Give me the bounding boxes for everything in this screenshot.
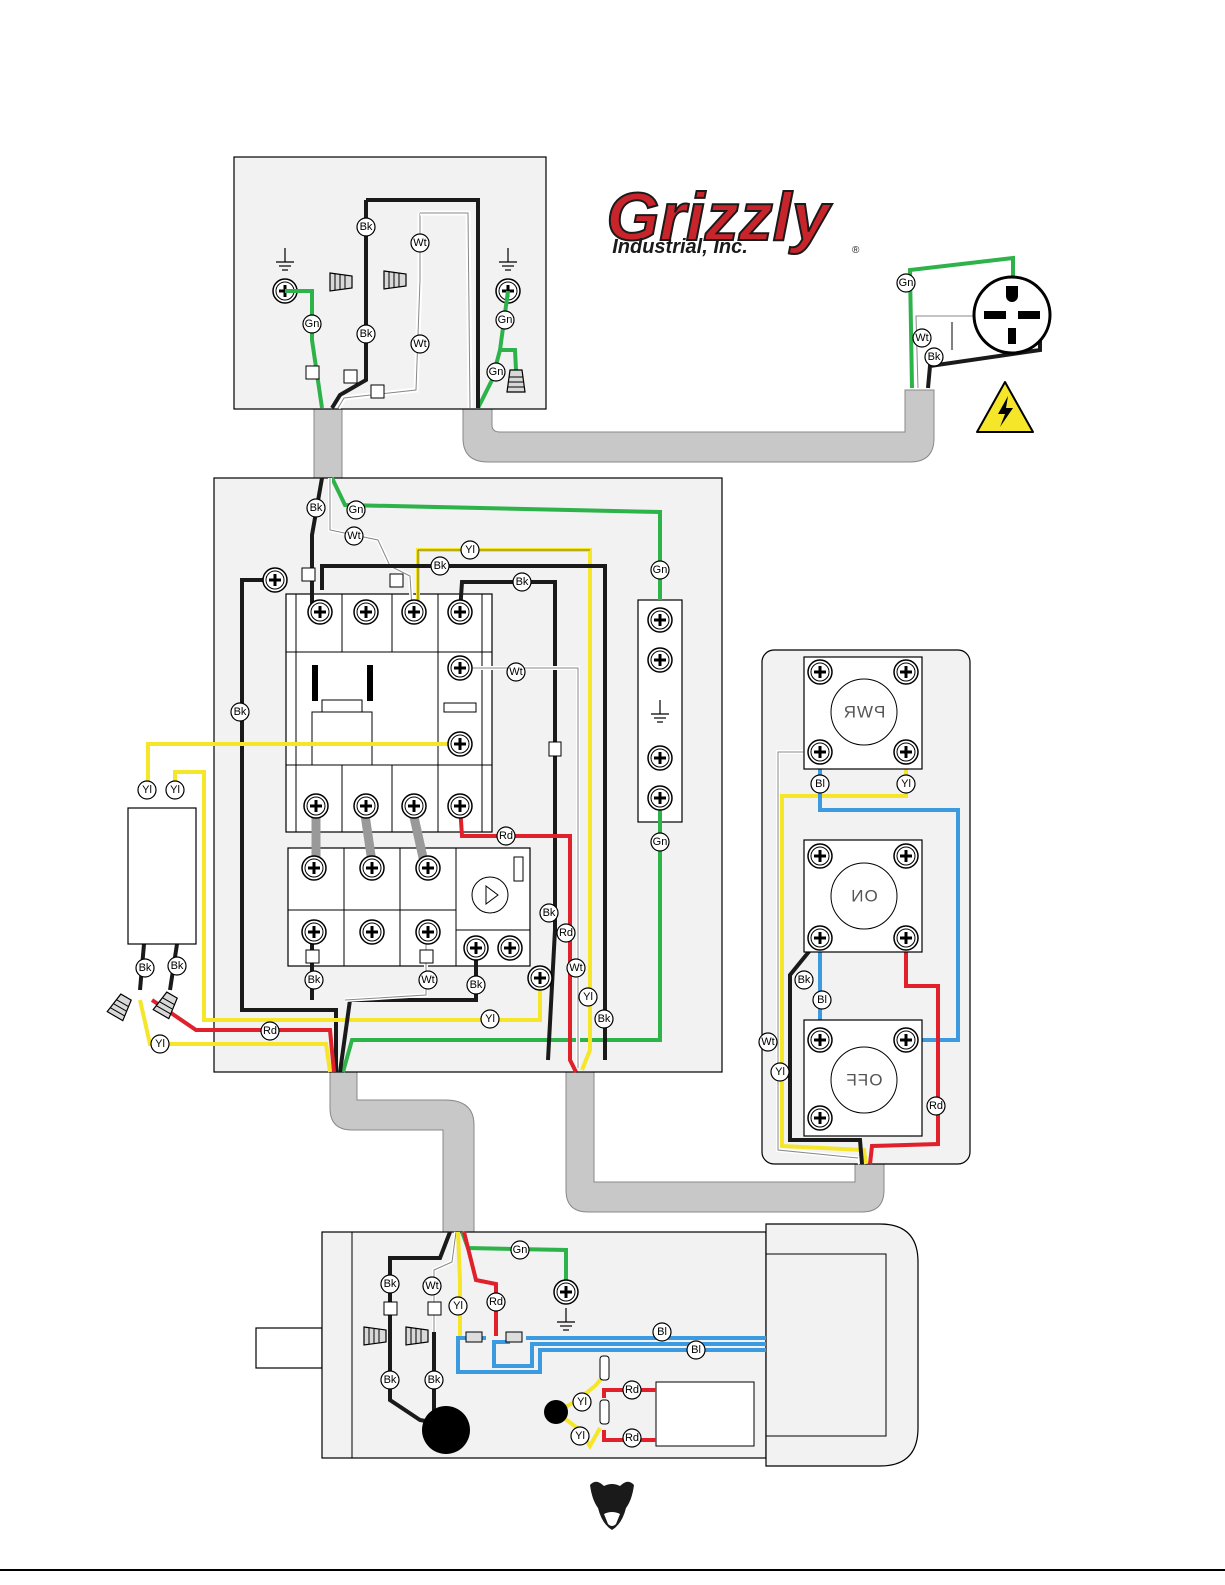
wire-label: Bk	[428, 1374, 441, 1386]
switch-box: PWR ON OFF Bl Yl Bk Bl Wt Yl Rd	[759, 650, 970, 1164]
wire-label: Yl	[485, 1013, 495, 1025]
wire-label: Yl	[453, 1300, 463, 1312]
wire-label: Wt	[569, 962, 582, 974]
junction-box: Bk Wt Gn Bk Wt Gn Gn	[234, 157, 546, 409]
wire-label: Bk	[598, 1013, 611, 1025]
wire-label: Gn	[349, 504, 364, 516]
wire-label: Wt	[413, 338, 426, 350]
wire-label: Yl	[775, 1066, 785, 1078]
wire-label: Gn	[489, 366, 504, 378]
wire-nut-icon	[107, 993, 134, 1021]
wire-label: Gn	[899, 277, 914, 289]
wire-label: Bl	[817, 994, 827, 1006]
wire-label: Yl	[170, 784, 180, 796]
wire-label: Bl	[815, 778, 825, 790]
on-switch-label: ON	[850, 887, 878, 906]
wire-label: Wt	[509, 666, 522, 678]
wire-label: Bl	[691, 1344, 701, 1356]
wire-nut-icon	[384, 271, 406, 289]
wire-label: Yl	[901, 778, 911, 790]
wire-label: Gn	[498, 314, 513, 326]
wire-label: Rd	[625, 1384, 639, 1396]
wire-label: Bk	[516, 576, 529, 588]
wire-label: Wt	[425, 1280, 438, 1292]
wire-label: Rd	[263, 1025, 277, 1037]
wire-label: Yl	[465, 544, 475, 556]
wire-label: Rd	[625, 1432, 639, 1444]
wire-label: Rd	[559, 927, 573, 939]
wire-label: Yl	[575, 1430, 585, 1442]
wire-label: Bk	[310, 502, 323, 514]
wire-label: Bk	[360, 221, 373, 233]
wire-nut-icon	[330, 273, 352, 291]
wire-label: Bk	[384, 1278, 397, 1290]
control-panel: Bk Gn Wt Yl Bk Bk Gn Wt Bk Yl Yl Rd Gn B…	[107, 478, 722, 1072]
wire-label: Rd	[489, 1296, 503, 1308]
wire-nut-icon	[364, 1327, 386, 1345]
wire-label: Gn	[653, 564, 668, 576]
wire-label: Bk	[360, 328, 373, 340]
wire-label: Bk	[234, 706, 247, 718]
grizzly-bear-icon	[590, 1482, 634, 1530]
warning-icon	[977, 382, 1033, 432]
wire-label: Yl	[142, 784, 152, 796]
wire-label: Bk	[798, 974, 811, 986]
wire-nut-icon	[507, 370, 525, 392]
wire-label: Wt	[347, 530, 360, 542]
wire-label: Bl	[657, 1326, 667, 1338]
wire-label: Gn	[305, 318, 320, 330]
wire-label: Gn	[513, 1244, 528, 1256]
wire-label: Wt	[421, 974, 434, 986]
wire-label: Bk	[308, 974, 321, 986]
wire-label: Bk	[384, 1374, 397, 1386]
wire-label: Yl	[155, 1038, 165, 1050]
wire-label: Wt	[413, 237, 426, 249]
wire-label: Yl	[583, 991, 593, 1003]
wire-label: Bk	[434, 560, 447, 572]
wire-nut-icon	[406, 1327, 428, 1345]
off-switch-label: OFF	[846, 1071, 883, 1090]
motor: Gn Bk Wt Yl Rd Bl Bl Bk Bk Rd Yl Yl Rd	[256, 1224, 918, 1466]
wire-label: Bk	[470, 979, 483, 991]
pwr-switch-label: PWR	[843, 703, 886, 722]
registered-mark: ®	[852, 245, 860, 256]
wire-label: Yl	[577, 1396, 587, 1408]
brand-subtitle: Industrial, Inc.	[612, 236, 748, 258]
wire-label: Bk	[543, 907, 556, 919]
wire-label: Rd	[499, 830, 513, 842]
wire-label: Bk	[139, 962, 152, 974]
wire-label: Bk	[171, 960, 184, 972]
wire-label: Gn	[653, 836, 668, 848]
wire-label: Wt	[761, 1036, 774, 1048]
wire-label: Rd	[929, 1100, 943, 1112]
grizzly-logo: Grizzly Industrial, Inc. ®	[607, 179, 860, 258]
plug-icon: Gn Wt Bk	[897, 258, 1050, 388]
wire-label: Bk	[928, 351, 941, 363]
wire-label: Wt	[915, 332, 928, 344]
